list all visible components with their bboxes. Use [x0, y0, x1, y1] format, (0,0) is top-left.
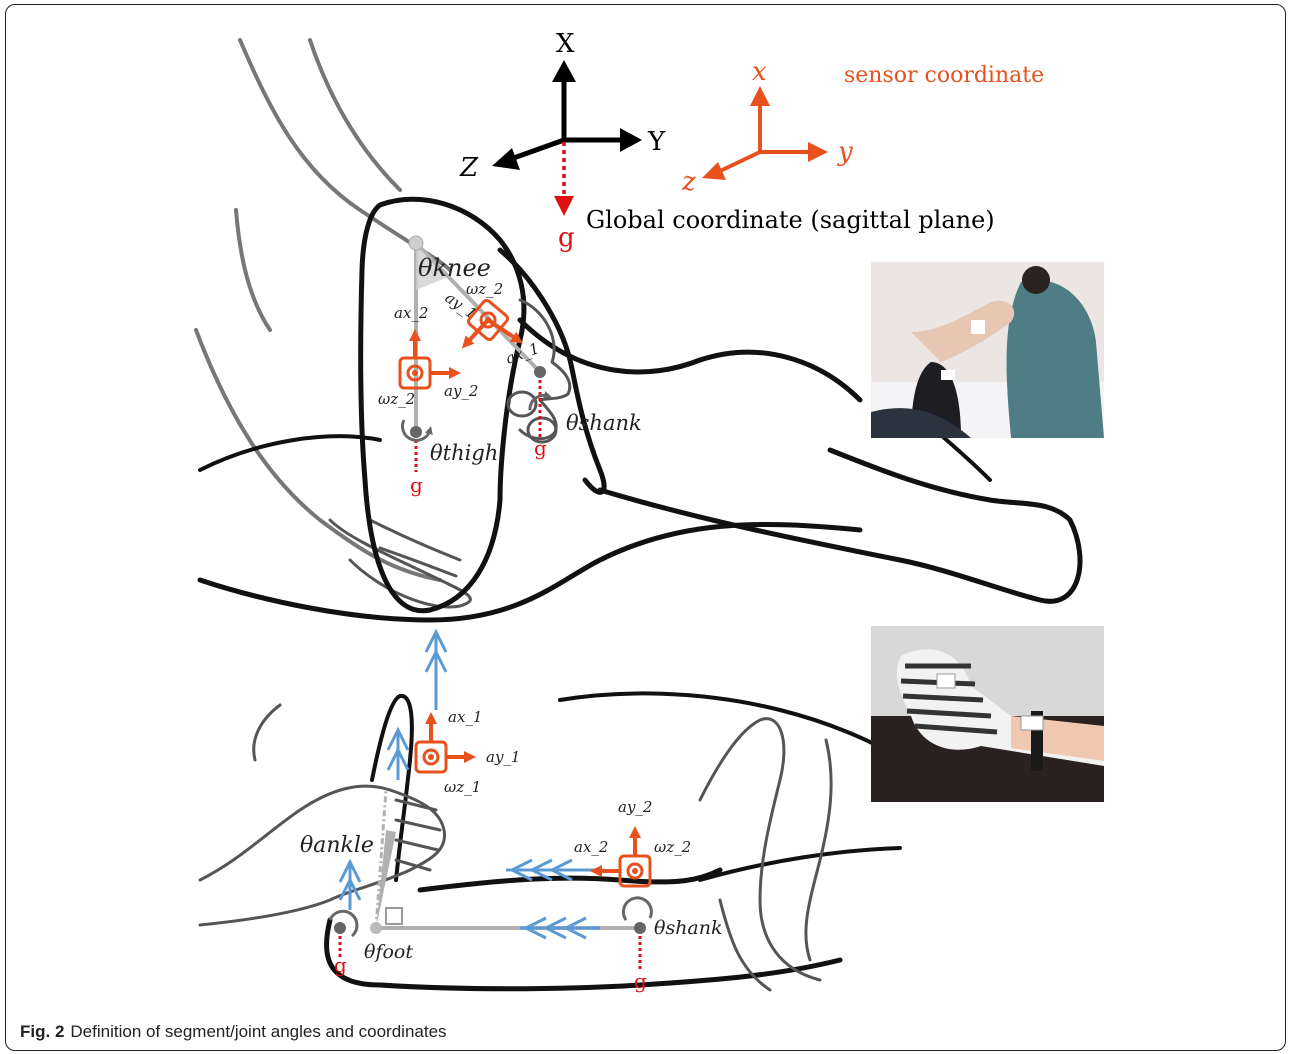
label-a-x1: ax_1: [503, 339, 542, 368]
global-y-label: Y: [647, 127, 666, 157]
sensor-x-label: x: [752, 57, 767, 87]
label-theta-ankle: θankle: [300, 833, 374, 858]
label-theta-knee: θknee: [418, 254, 491, 282]
label-lower-a-x2: ax_2: [574, 838, 608, 856]
figure-caption: Fig. 2 Definition of segment/joint angles…: [20, 1022, 447, 1042]
label-lower-omega-z2: ωz_2: [654, 838, 691, 856]
label-lower-g-shank: g: [634, 969, 647, 993]
sensor-y-label: y: [837, 137, 853, 167]
sensor-axes: x y z sensor coordinate: [681, 57, 1044, 197]
caption-label: Fig. 2: [20, 1022, 64, 1041]
label-lower-a-y2: ay_2: [618, 798, 652, 816]
lower-labels: ax_1 ay_1 ωz_1 ay_2 ax_2 ωz_2 θankle θfo…: [300, 708, 723, 993]
label-a-y2: ay_2: [444, 382, 478, 400]
global-z-label: Z: [459, 153, 479, 183]
global-g-label: g: [558, 223, 575, 253]
label-g-shank: g: [534, 436, 547, 460]
label-lower-g-foot: g: [334, 953, 347, 977]
lower-segments: [330, 632, 651, 970]
global-x-label: X: [556, 29, 575, 59]
knee-flexion-photo: [871, 262, 1104, 438]
global-coordinate-caption: Global coordinate (sagittal plane): [586, 206, 995, 234]
label-a-x2: ax_2: [394, 304, 428, 322]
label-lower-omega-z1: ωz_1: [444, 778, 481, 796]
label-theta-shank-lower: θshank: [654, 917, 723, 939]
ankle-sensor-photo: [871, 626, 1104, 802]
label-omega-z2-shank: ωz_2: [466, 280, 503, 298]
label-lower-a-x1: ax_1: [448, 708, 482, 726]
sensor-z-label: z: [681, 167, 696, 197]
label-lower-a-y1: ay_1: [486, 748, 520, 766]
caption-text: Definition of segment/joint angles and c…: [70, 1022, 446, 1041]
sensor-coordinate-caption: sensor coordinate: [844, 63, 1044, 88]
label-theta-foot: θfoot: [364, 941, 413, 963]
lower-sensors: [416, 718, 650, 886]
label-theta-shank-upper: θshank: [566, 411, 642, 435]
label-omega-z2-thigh: ωz_2: [378, 390, 415, 408]
label-g-thigh: g: [410, 473, 423, 497]
label-theta-thigh: θthigh: [430, 441, 498, 465]
